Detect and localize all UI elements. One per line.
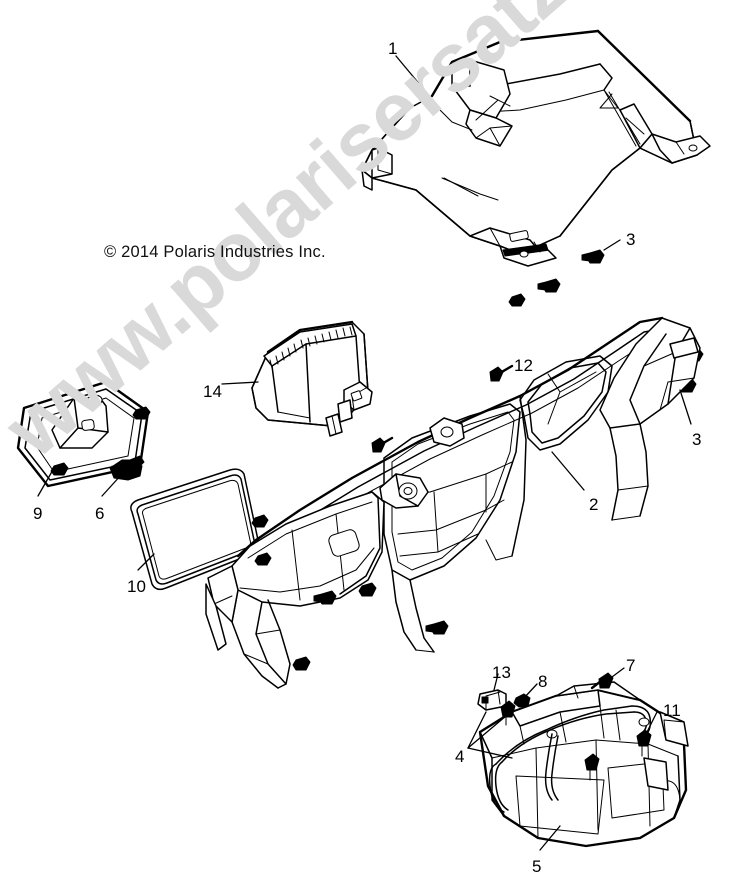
dash-screw-left <box>371 436 394 453</box>
part-4-screw <box>500 700 516 726</box>
lid-screw-a <box>636 729 652 757</box>
lid-screw-b <box>584 753 600 781</box>
callout-2: 2 <box>589 495 599 514</box>
part-6-door-latch-fastener <box>109 455 145 481</box>
part-2-dash-console-assembly <box>205 316 701 689</box>
callout-9: 9 <box>33 504 43 523</box>
part-13-bracket <box>477 689 507 711</box>
part-3-push-rivet-clips-upper <box>508 249 605 307</box>
dash-mounting-clips <box>251 514 449 671</box>
callout-8: 8 <box>538 672 548 691</box>
callout-7: 7 <box>626 656 636 675</box>
copyright-notice: © 2014 Polaris Industries Inc. <box>104 243 326 261</box>
callout-3-upper: 3 <box>626 230 636 249</box>
part-8-nut <box>513 693 531 708</box>
part-5-storage-battery-box <box>478 681 689 848</box>
callout-1: 1 <box>388 39 398 58</box>
callout-4: 4 <box>455 747 465 766</box>
callout-5: 5 <box>532 857 542 876</box>
part-7-screw <box>590 672 614 690</box>
callout-6: 6 <box>95 504 105 523</box>
part-9-glove-box-door <box>16 380 151 488</box>
callout-11: 11 <box>663 701 681 720</box>
callout-12: 12 <box>514 356 533 375</box>
part-1-hood-cover-panel <box>361 29 711 267</box>
callout-13: 13 <box>492 663 511 682</box>
leader-lines <box>37 55 692 851</box>
callout-3-right: 3 <box>692 430 702 449</box>
part-14-glove-box <box>251 320 373 437</box>
callout-14: 14 <box>203 382 222 401</box>
callout-10: 10 <box>127 577 146 596</box>
